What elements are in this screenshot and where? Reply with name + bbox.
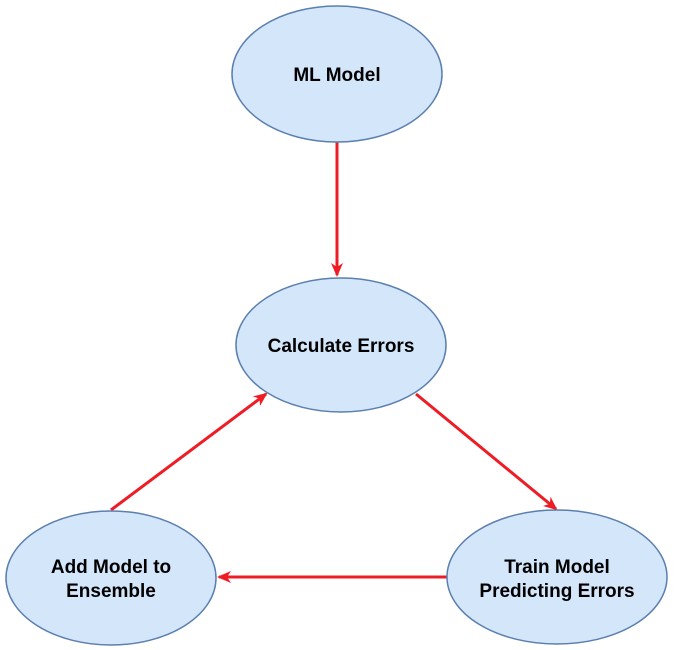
node-train-model[interactable]: Train Model Predicting Errors: [446, 509, 668, 645]
node-ml-model[interactable]: ML Model: [231, 5, 443, 143]
node-ml-model-label: ML Model: [293, 65, 380, 86]
node-ml-model-shape: [231, 5, 443, 143]
node-add-model-label-line2: Ensemble: [66, 581, 156, 602]
node-add-model-shape: [5, 510, 217, 646]
node-calculate-errors-shape: [235, 277, 447, 413]
node-train-model-label-line1: Train Model: [504, 557, 610, 578]
node-add-model-label-line1: Add Model to: [51, 557, 171, 578]
node-add-model[interactable]: Add Model to Ensemble: [5, 510, 217, 646]
edge-calculate-errors-to-train-model: [415, 392, 558, 511]
edge-add-model-to-calculate-errors: [110, 392, 268, 512]
node-train-model-shape: [446, 509, 668, 645]
node-calculate-errors-label: Calculate Errors: [268, 336, 415, 357]
node-train-model-label-line2: Predicting Errors: [479, 581, 634, 602]
node-calculate-errors[interactable]: Calculate Errors: [235, 277, 447, 413]
